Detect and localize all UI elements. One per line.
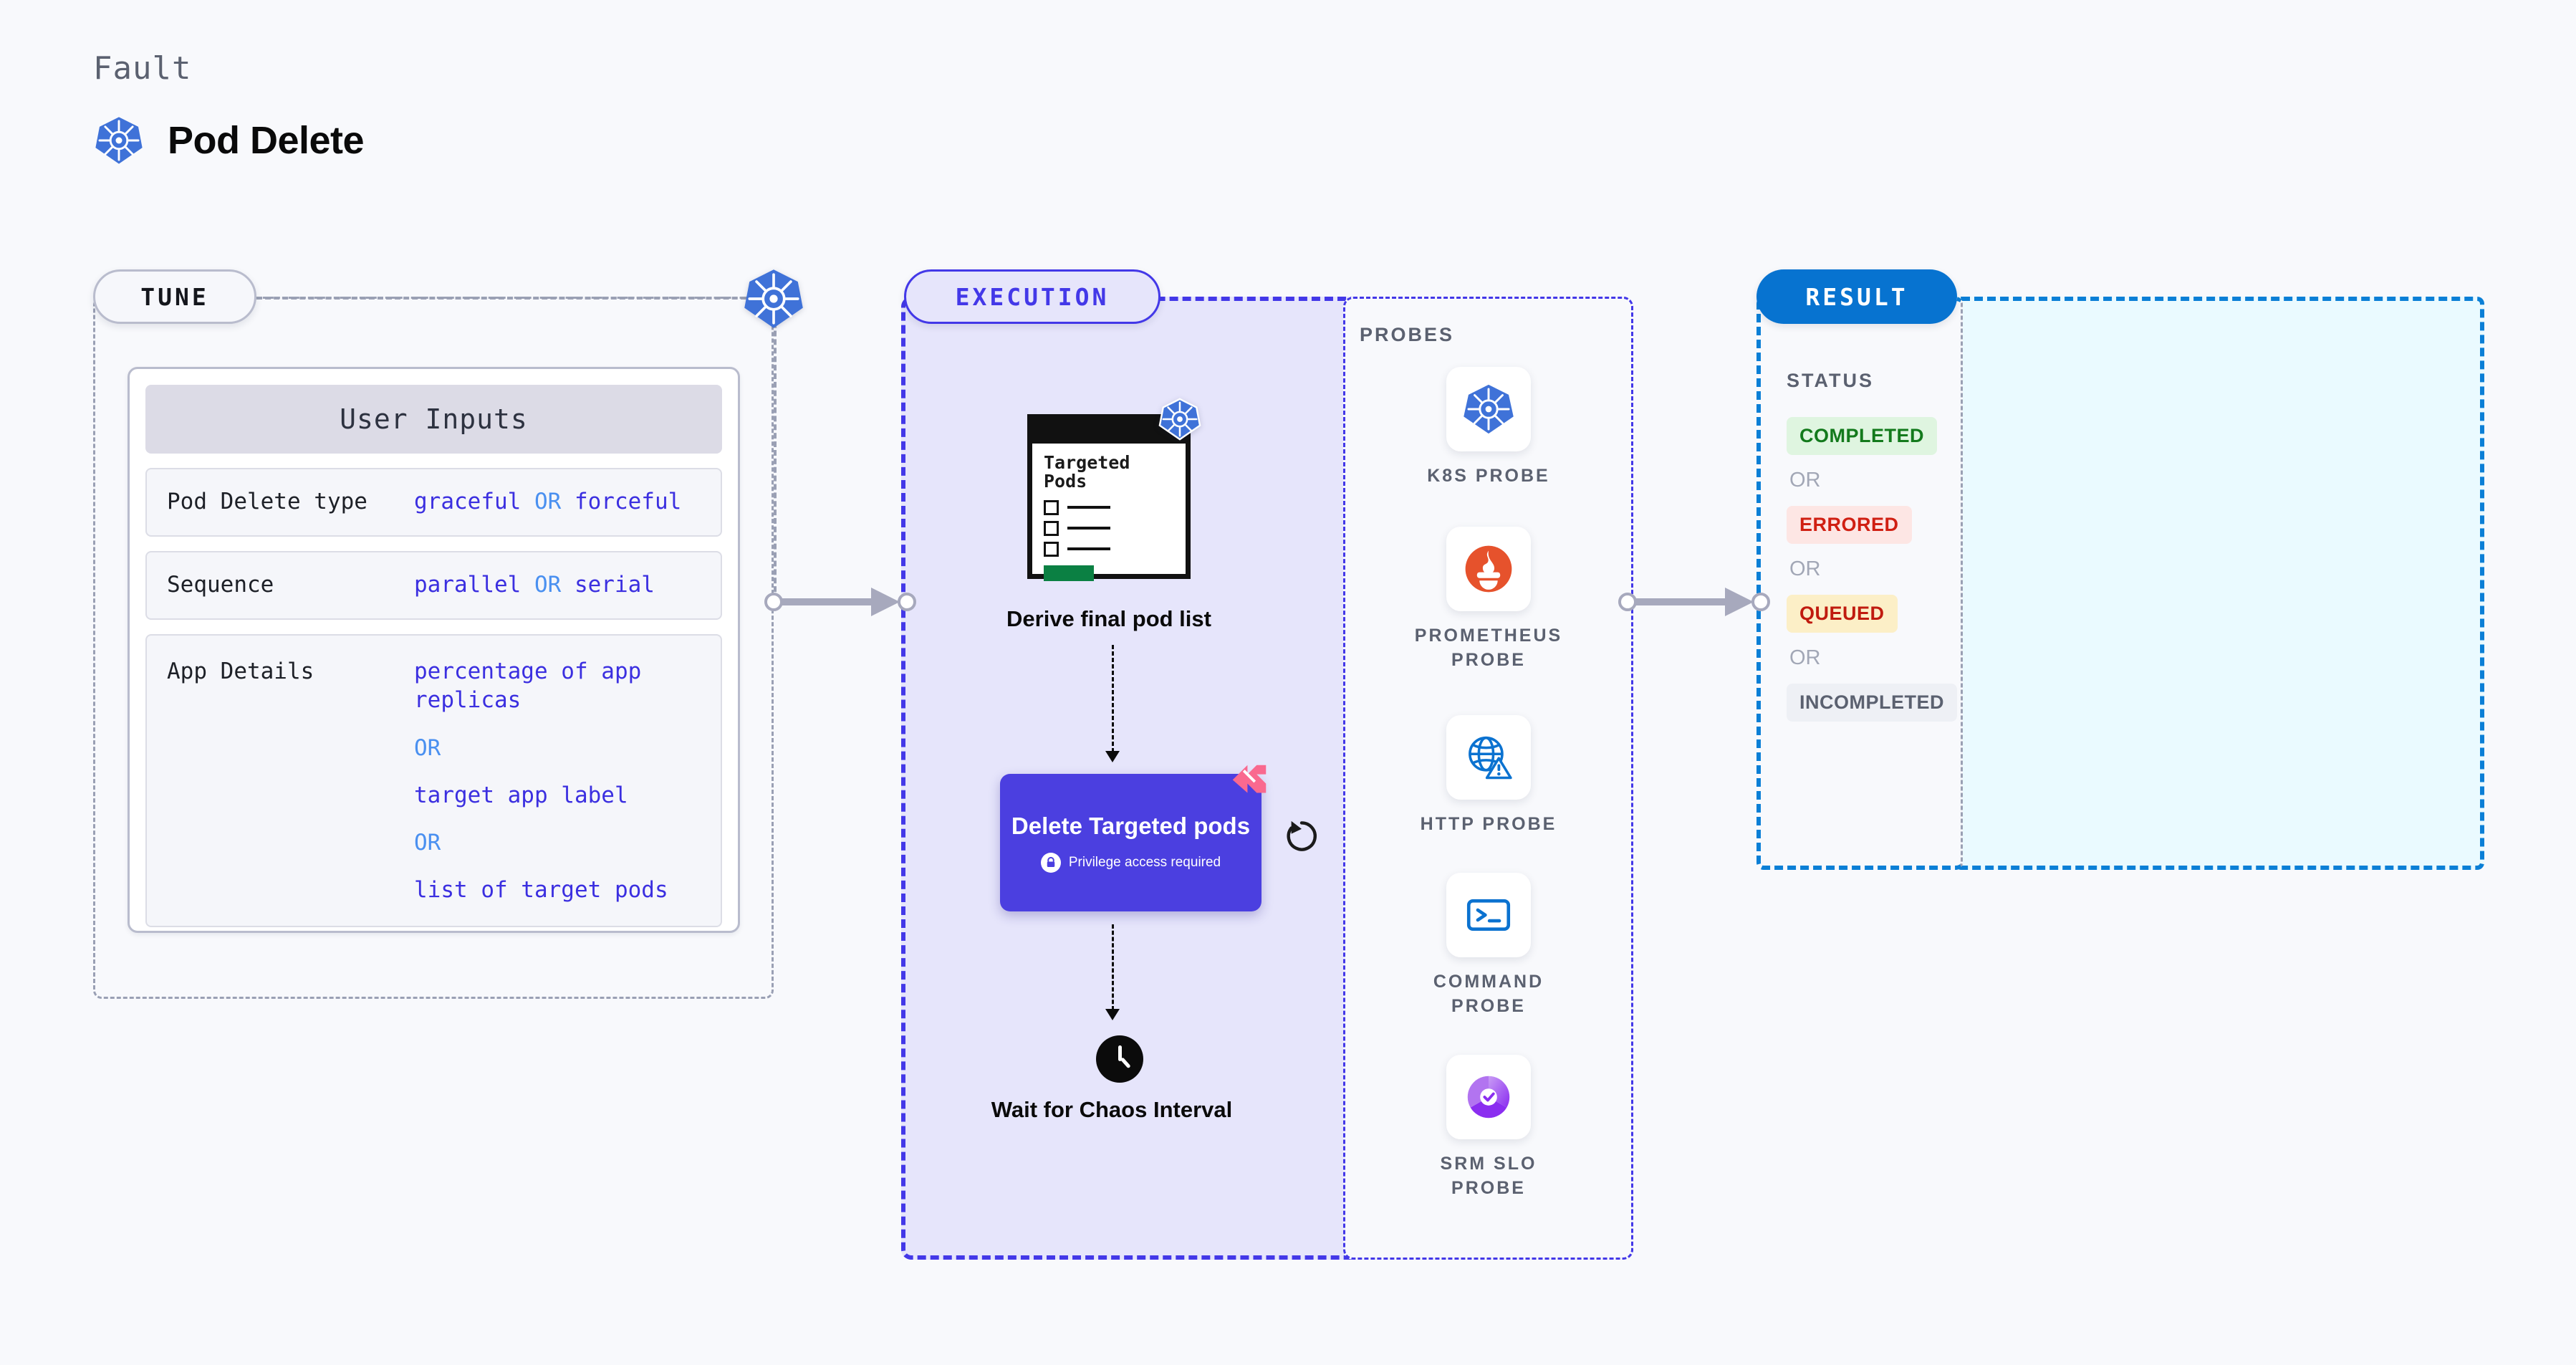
kubernetes-icon [741, 267, 806, 331]
input-key: App Details [167, 658, 314, 684]
fault-title: Pod Delete [168, 119, 365, 162]
value-option: target app label [414, 782, 628, 808]
retry-loop-icon[interactable] [1282, 817, 1321, 858]
delete-targeted-pods-title: Delete Targeted pods [1011, 812, 1251, 839]
input-value: parallel OR serial [414, 570, 655, 600]
result-pill: RESULT [1756, 269, 1957, 324]
wait-for-chaos-interval-caption: Wait for Chaos Interval [991, 1097, 1233, 1122]
lock-icon [1040, 853, 1061, 873]
connector-tune-to-execution [764, 582, 921, 625]
checkbox-icon [1044, 499, 1059, 515]
privilege-notice: Privilege access required [1040, 853, 1221, 873]
or-separator: OR [1789, 469, 1821, 492]
input-key: Sequence [167, 572, 274, 598]
value-option: percentage of app replicas [414, 658, 642, 714]
chaos-flag-icon [1227, 760, 1272, 807]
execution-pill: EXECUTION [904, 269, 1160, 324]
value-option: graceful [414, 489, 522, 515]
globe-warning-icon [1446, 715, 1531, 800]
flow-arrow-head [1105, 751, 1120, 762]
input-row-pod-delete-type[interactable]: Pod Delete type graceful OR forceful [145, 468, 722, 537]
kubernetes-icon [1158, 397, 1202, 441]
or-separator: OR [1789, 557, 1821, 580]
input-value: graceful OR forceful [414, 487, 681, 517]
user-inputs-title: User Inputs [145, 385, 722, 454]
probe-label: K8S PROBE [1427, 466, 1550, 486]
probe-srm-slo[interactable]: SRM SLO PROBE [1403, 1055, 1575, 1201]
status-badge-errored: ERRORED [1787, 506, 1912, 544]
fault-title-row: Pod Delete [93, 115, 365, 166]
terminal-icon [1446, 873, 1531, 957]
status-section-label: STATUS [1787, 370, 1874, 391]
or-separator: OR [1789, 646, 1821, 669]
input-row-app-details[interactable]: App Details percentage of app replicas O… [145, 634, 722, 928]
status-badge-queued: QUEUED [1787, 595, 1898, 633]
output-panel [1954, 297, 2484, 870]
tune-pill: TUNE [93, 269, 256, 324]
input-value-list: percentage of app replicas OR target app… [414, 657, 672, 904]
input-row-sequence[interactable]: Sequence parallel OR serial [145, 551, 722, 620]
delete-targeted-pods-card[interactable]: Delete Targeted pods Privilege access re… [1000, 765, 1267, 911]
probes-section-label: PROBES [1360, 324, 1455, 345]
value-option: list of target pods [414, 876, 668, 903]
list-item [1044, 520, 1174, 536]
window-body: Targeted Pods [1032, 444, 1186, 581]
status-badge-incompleted: INCOMPLETED [1787, 684, 1958, 722]
targeted-pods-window: Targeted Pods [1027, 414, 1191, 581]
value-option: forceful [574, 489, 682, 515]
probe-prometheus[interactable]: PROMETHEUS PROBE [1403, 527, 1575, 673]
user-inputs-card: User Inputs Pod Delete type graceful OR … [128, 367, 740, 933]
status-badge-completed: COMPLETED [1787, 417, 1938, 455]
status-bar-indicator [1044, 565, 1094, 581]
probe-k8s[interactable]: K8S PROBE [1403, 367, 1575, 489]
or-separator: OR [414, 734, 441, 761]
status-list: COMPLETED OR ERRORED OR QUEUED OR INCOMP… [1787, 417, 1959, 722]
kubernetes-icon [1446, 367, 1531, 451]
kubernetes-icon [93, 115, 145, 166]
list-item [1044, 541, 1174, 557]
prometheus-icon [1446, 527, 1531, 611]
or-separator: OR [534, 489, 562, 515]
placeholder-line [1067, 547, 1110, 550]
result-panel [1756, 297, 1963, 870]
derive-final-pod-list-caption: Derive final pod list [1006, 606, 1211, 631]
flow-arrow-line [1112, 645, 1114, 752]
tune-boundary-dash [774, 297, 777, 600]
flow-arrow-line [1112, 924, 1114, 1010]
probe-http[interactable]: HTTP PROBE [1403, 715, 1575, 837]
probe-command[interactable]: COMMAND PROBE [1403, 873, 1575, 1019]
list-item [1044, 499, 1174, 515]
value-option: serial [574, 572, 655, 598]
wait-for-chaos-interval-node[interactable] [1096, 1035, 1143, 1083]
connector-execution-to-result [1618, 582, 1775, 625]
derive-final-pod-list-node[interactable]: Targeted Pods [1027, 398, 1201, 581]
pods-checklist [1044, 499, 1174, 557]
probe-label: COMMAND PROBE [1433, 972, 1544, 1016]
targeted-pods-title: Targeted Pods [1044, 452, 1130, 492]
probe-label: PROMETHEUS PROBE [1414, 626, 1563, 670]
flow-arrow-head [1105, 1009, 1120, 1020]
clock-icon [1096, 1035, 1143, 1083]
input-key: Pod Delete type [167, 489, 367, 515]
fault-eyebrow-label: Fault [93, 50, 192, 87]
placeholder-line [1067, 506, 1110, 509]
probe-label: HTTP PROBE [1420, 814, 1557, 834]
value-option: parallel [414, 572, 522, 598]
checkbox-icon [1044, 520, 1059, 536]
tune-top-dash [256, 297, 772, 300]
or-separator: OR [414, 829, 441, 856]
privilege-notice-label: Privilege access required [1068, 855, 1221, 871]
checkbox-icon [1044, 541, 1059, 557]
probe-label: SRM SLO PROBE [1440, 1154, 1537, 1198]
or-separator: OR [534, 572, 562, 598]
placeholder-line [1067, 527, 1110, 530]
srm-slo-icon [1446, 1055, 1531, 1139]
